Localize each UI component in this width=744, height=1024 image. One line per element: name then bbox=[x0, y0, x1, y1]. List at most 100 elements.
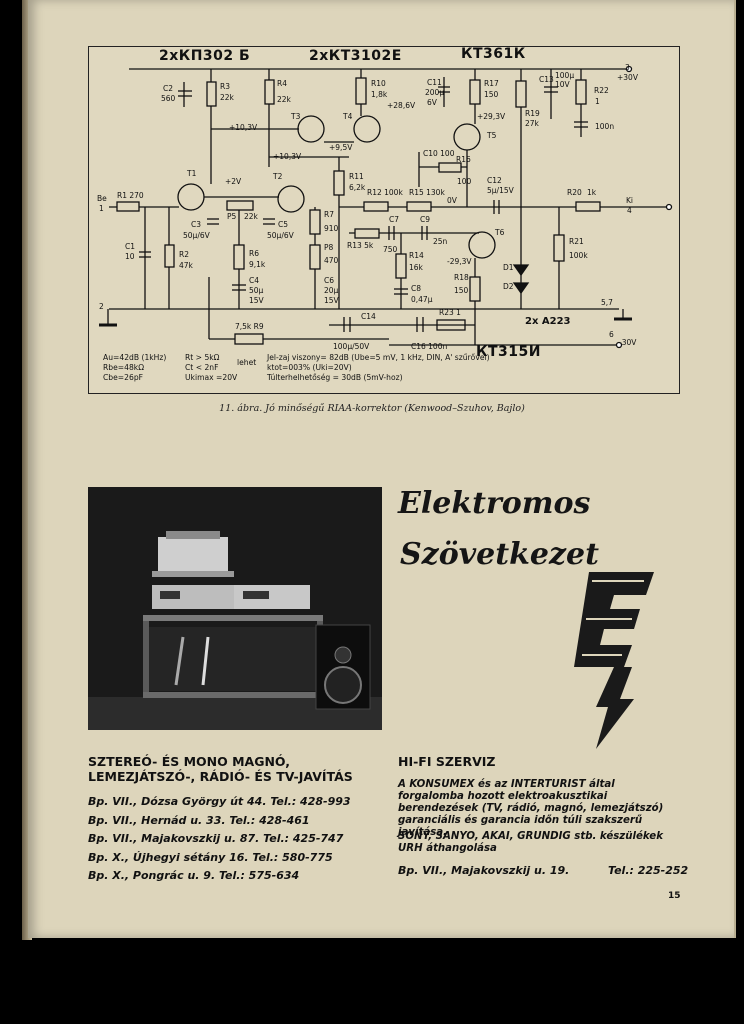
label-r19: R19 bbox=[525, 109, 540, 118]
label-c2: C2 bbox=[163, 84, 174, 93]
title-kt361k: КТ361К bbox=[461, 46, 526, 62]
label-r1: R1 270 bbox=[117, 191, 144, 200]
label-be-1: 1 bbox=[99, 204, 104, 213]
label-c14: C14 bbox=[361, 312, 376, 321]
label-c13-value: 100µ bbox=[555, 71, 575, 80]
label-r10-value: 1,8k bbox=[371, 90, 388, 99]
label-d2: D2 bbox=[503, 282, 514, 291]
label-t5: T5 bbox=[487, 131, 497, 140]
service-brands: SONY, SANYO, AKAI, GRUNDIG stb. készülék… bbox=[398, 831, 663, 854]
label-v103a: +10,3V bbox=[229, 123, 258, 132]
label-r21: R21 bbox=[569, 237, 584, 246]
label-r14-value: 16k bbox=[409, 263, 423, 272]
label-t3: T3 bbox=[291, 112, 301, 121]
label-c5: C5 bbox=[278, 220, 289, 229]
label-r20-value: 1k bbox=[587, 188, 597, 197]
right-heading: HI-FI SZERVIZ bbox=[398, 754, 496, 769]
label-r2: R2 bbox=[179, 250, 189, 259]
label-c5-value: 50µ/6V bbox=[267, 231, 294, 240]
left-heading: SZTEREÓ- ÉS MONO MAGNÓ, LEMEZJÁTSZÓ-, RÁ… bbox=[88, 754, 353, 784]
lightning-logo-icon: E bbox=[574, 572, 654, 749]
label-ki-4: 4 bbox=[627, 206, 632, 215]
address-item: Bp. VII., Majakovszkij u. 87. Tel.: 425-… bbox=[88, 832, 344, 845]
label-t1: T1 bbox=[187, 169, 197, 178]
spec-snr: Jel-zaj viszony= 82dB (Ube=5 mV, 1 kHz, … bbox=[267, 353, 490, 362]
label-v95: +9,5V bbox=[329, 143, 353, 152]
address-list: Bp. VII., Dózsa György út 44. Tel.: 428-… bbox=[88, 793, 351, 886]
stereo-photo bbox=[88, 487, 382, 730]
label-be: Be bbox=[97, 194, 107, 203]
spec-right: Jel-zaj viszony= 82dB (Ube=5 mV, 1 kHz, … bbox=[267, 353, 490, 383]
spec-rt: Rt > 5kΩ bbox=[185, 353, 220, 362]
label-terminal-3: 3 bbox=[625, 63, 630, 72]
title-kt315i: КТ315И bbox=[476, 344, 541, 360]
label-r17: R17 bbox=[484, 79, 499, 88]
label-r3-value: 22k bbox=[220, 93, 234, 102]
label-v2: +2V bbox=[225, 177, 242, 186]
label-t2: T2 bbox=[273, 172, 283, 181]
schematic-wiring bbox=[99, 65, 673, 349]
label-r15: R15 130k bbox=[409, 188, 445, 197]
label-r21-value: 100k bbox=[569, 251, 588, 260]
label-r14: R14 bbox=[409, 251, 424, 260]
spec-lehet: lehet bbox=[237, 358, 257, 367]
label-c14-value: 100µ/50V bbox=[333, 342, 370, 351]
label-c9-value: 25n bbox=[433, 237, 448, 246]
label-r4: R4 bbox=[277, 79, 287, 88]
label-c8-value: 0,47µ bbox=[411, 295, 433, 304]
label-r12: R12 100k bbox=[367, 188, 403, 197]
book-spine bbox=[22, 0, 32, 940]
label-r11: R11 bbox=[349, 172, 364, 181]
label-c6-value: 20µ bbox=[324, 286, 339, 295]
label-c7-value: 750 bbox=[383, 245, 398, 254]
label-p5: P5 bbox=[227, 212, 237, 221]
stereo-system-illustration bbox=[88, 487, 382, 730]
right-address: Bp. VII., Majakovszkij u. 19. bbox=[398, 864, 570, 877]
label-c11: C11 bbox=[427, 78, 442, 87]
right-telephone: Tel.: 225-252 bbox=[608, 864, 689, 877]
service-description: A KONSUMEX és az INTERTURIST által forga… bbox=[398, 779, 664, 838]
label-r16: R16 bbox=[456, 155, 471, 164]
title-kp302: 2xКП302 Б bbox=[159, 48, 251, 64]
label-p8-value: 470 bbox=[324, 256, 339, 265]
label-r18-value: 150 bbox=[454, 286, 469, 295]
spec-au: Au=42dB (1kHz) bbox=[103, 353, 167, 362]
label-c13-voltage: 10V bbox=[555, 80, 570, 89]
spec-mid: Rt > 5kΩ Ct < 2nF Ukimax =20V bbox=[185, 353, 237, 383]
label-terminal-57: 5,7 bbox=[601, 298, 613, 307]
label-c12: C12 bbox=[487, 176, 502, 185]
spec-rbe: Rbe=48kΩ bbox=[103, 363, 144, 372]
label-c3-value: 50µ/6V bbox=[183, 231, 210, 240]
brand-szovetkezet: Szövetkezet bbox=[400, 537, 599, 572]
label-c11-voltage: 6V bbox=[427, 98, 437, 107]
label-ki: Ki bbox=[626, 196, 634, 205]
address-item: Bp. X., Újhegyi sétány 16. Tel.: 580-775 bbox=[88, 850, 333, 864]
label-c100n: 100n bbox=[595, 122, 615, 131]
label-r7: R7 bbox=[324, 210, 334, 219]
label-v293-negative: -29,3V bbox=[447, 257, 472, 266]
label-r3: R3 bbox=[220, 82, 230, 91]
label-c4-value: 50µ bbox=[249, 286, 264, 295]
label-v286: +28,6V bbox=[387, 101, 416, 110]
label-c8: C8 bbox=[411, 284, 422, 293]
label-plus-30v: +30V bbox=[617, 73, 638, 82]
label-c3: C3 bbox=[191, 220, 202, 229]
label-r6: R6 bbox=[249, 249, 259, 258]
title-kt3102e: 2xКТ3102Е bbox=[309, 48, 402, 64]
label-r13: R13 5k bbox=[347, 241, 374, 250]
label-r18: R18 bbox=[454, 273, 469, 282]
label-p8: P8 bbox=[324, 243, 334, 252]
label-c7: C7 bbox=[389, 215, 400, 224]
label-r11-value: 6,2k bbox=[349, 183, 366, 192]
address-item: Bp. VII., Hernád u. 33. Tel.: 428-461 bbox=[88, 813, 310, 827]
label-r10: R10 bbox=[371, 79, 386, 88]
label-v293: +29,3V bbox=[477, 112, 506, 121]
label-r4-value: 22k bbox=[277, 95, 291, 104]
label-c2-value: 560 bbox=[161, 94, 176, 103]
logo-letter: E bbox=[619, 629, 625, 640]
label-r23: R23 1 bbox=[439, 308, 461, 317]
label-c16: C16 100n bbox=[411, 342, 448, 351]
label-c9: C9 bbox=[420, 215, 431, 224]
label-c11-value: 200µ bbox=[425, 88, 445, 97]
label-v0: 0V bbox=[447, 196, 457, 205]
